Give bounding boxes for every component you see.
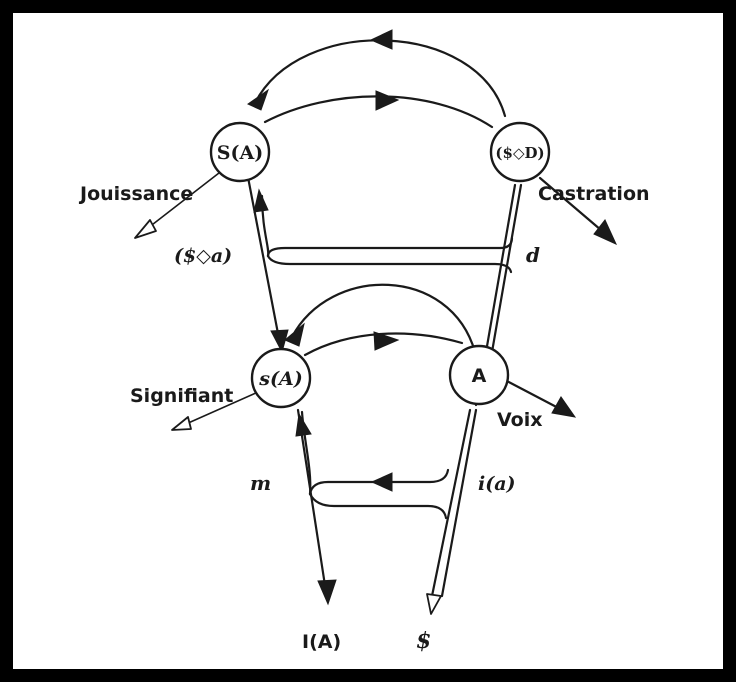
arrowhead-icon bbox=[593, 219, 618, 246]
upper-inner-arc bbox=[263, 90, 494, 129]
label-i-a: i(a) bbox=[478, 473, 516, 495]
open-arrowhead-icon bbox=[171, 416, 192, 431]
open-arrowhead-icon bbox=[426, 593, 442, 615]
node-s-barred-losange-d-label: ($◇D) bbox=[495, 144, 544, 162]
node-s-small-a-label: s(A) bbox=[258, 368, 302, 390]
node-s-big-a: S(A) bbox=[209, 121, 271, 183]
castration-arrow bbox=[538, 176, 618, 246]
upper-outer-arc bbox=[247, 29, 507, 118]
upper-cross-bar bbox=[266, 236, 514, 274]
node-s-big-a-label: S(A) bbox=[217, 142, 263, 164]
node-s-barred-losange-d: ($◇D) bbox=[489, 121, 551, 183]
node-a: A bbox=[448, 344, 510, 406]
jouissance-arrow bbox=[134, 165, 229, 239]
signifiant-arrow bbox=[171, 391, 259, 431]
node-s-small-a: s(A) bbox=[250, 347, 312, 409]
arrowhead-icon bbox=[295, 412, 312, 437]
figure-frame bbox=[13, 13, 723, 669]
left-vertical-vector bbox=[245, 170, 337, 606]
arrowhead-icon bbox=[247, 88, 269, 111]
open-arrowhead-icon bbox=[134, 219, 157, 239]
arrowhead-icon bbox=[317, 579, 337, 606]
lower-cross-bar bbox=[308, 468, 450, 520]
arrowhead-icon bbox=[551, 396, 577, 418]
subject-arrow bbox=[426, 593, 442, 615]
label-jouissance: Jouissance bbox=[78, 183, 193, 205]
label-d: d bbox=[526, 243, 540, 267]
label-signifiant: Signifiant bbox=[130, 385, 233, 407]
label-m: m bbox=[250, 471, 271, 495]
arrowhead-icon bbox=[270, 329, 289, 354]
node-a-label: A bbox=[472, 365, 487, 387]
arrowhead-icon bbox=[284, 322, 305, 347]
label-i-big-a: I(A) bbox=[302, 631, 341, 653]
arrowhead-icon bbox=[253, 188, 269, 213]
arrowhead-icon bbox=[375, 90, 400, 111]
label-s-barred: $ bbox=[416, 628, 431, 654]
lower-outer-arc bbox=[284, 283, 477, 354]
arrowhead-icon bbox=[373, 331, 400, 351]
arrowhead-icon bbox=[370, 472, 393, 492]
arrowhead-icon bbox=[369, 29, 393, 50]
lower-inner-arc bbox=[303, 331, 464, 357]
label-s-barred-losange-a: ($◇a) bbox=[174, 245, 232, 267]
label-voix: Voix bbox=[497, 409, 543, 431]
voix-arrow bbox=[503, 378, 577, 418]
label-castration: Castration bbox=[538, 183, 650, 205]
